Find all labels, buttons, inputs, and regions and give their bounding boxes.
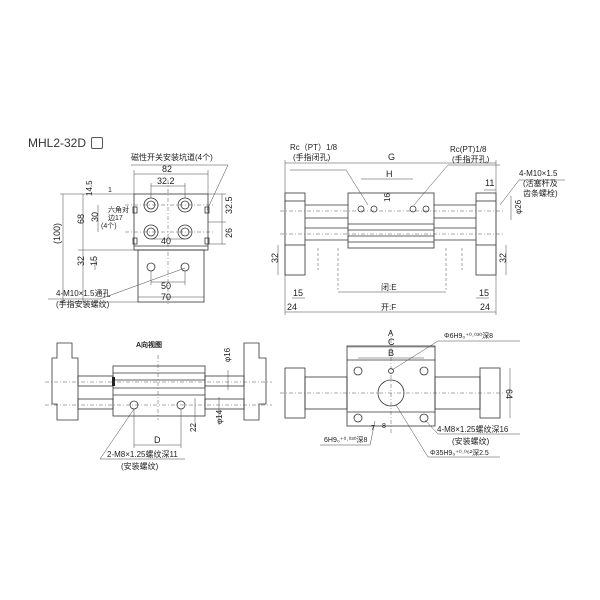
rod-note: 4-M10×1.5 <box>519 169 558 178</box>
dim-14-5: 14.5 <box>85 180 94 196</box>
bottom-right-view: A C B 64 7 8 Φ6H9₀⁺⁰·⁰³⁰深8 6H9₀⁺⁰·⁰³⁰深8 … <box>280 329 520 458</box>
dim-82: 82 <box>162 164 172 174</box>
dim-24-right: 24 <box>480 302 490 312</box>
port-open-label-2: (手指开孔) <box>452 154 490 164</box>
dim-32-2: 32.2 <box>157 176 175 186</box>
thread-note: 2-M8×1.25螺纹深11 <box>107 449 178 459</box>
dim-24-left: 24 <box>287 302 297 312</box>
model-title: MHL2-32D <box>28 136 87 150</box>
arrow-a-label: A <box>388 329 394 338</box>
bottom-left-view: A向视图 φ16 φ14 22 D 2-M8×1.25螺纹深11 (安装螺纹) <box>45 340 272 471</box>
dim-15: 15 <box>89 256 99 266</box>
dim-40: 40 <box>161 236 171 246</box>
dim-phi26: φ26 <box>514 199 523 214</box>
dim-68: 68 <box>76 214 86 224</box>
dim-70: 70 <box>161 292 171 302</box>
dim-26: 26 <box>224 228 234 238</box>
hex-label-2: 边17 <box>108 213 123 222</box>
dim-50: 50 <box>161 281 171 291</box>
rod-note-3: 齿条螺栓) <box>523 188 558 198</box>
model-checkbox[interactable] <box>91 137 103 149</box>
dim-32-5: 32.5 <box>224 196 234 214</box>
dim-8: 8 <box>382 423 386 430</box>
dim-E: 闭:E <box>381 283 397 292</box>
dim-30: 30 <box>90 212 100 222</box>
bore-note: Φ35H9₀⁺⁰·⁰⁶²深2.5 <box>430 448 489 457</box>
pin-hole-note: Φ6H9₀⁺⁰·⁰³⁰深8 <box>444 331 493 340</box>
dim-15-right: 15 <box>479 288 489 298</box>
dim-7: 7 <box>371 425 375 432</box>
dim-22: 22 <box>189 423 198 432</box>
dim-F: 开:F <box>381 303 396 312</box>
dim-G: G <box>388 152 395 162</box>
thread-note-2: (安装螺纹) <box>121 461 159 471</box>
switch-groove-label: 磁性开关安装坑道(4个) <box>131 152 213 162</box>
dim-64: 64 <box>504 389 514 399</box>
thread-note-2: (手指安装螺纹) <box>56 299 110 309</box>
dim-15-left: 15 <box>293 288 303 298</box>
top-right-view: Rc（PT）1/8 (手指闭孔) Rc(PT)1/8 (手指开孔) 4-M10×… <box>270 143 565 315</box>
dim-phi16: φ16 <box>223 347 232 362</box>
thread-note-2: (安装螺纹) <box>452 436 490 446</box>
top-left-view: 磁性开关安装坑道(4个) 82 32.2 1 14.5 30 68 (100) … <box>48 152 234 309</box>
port-close-label-2: (手指闭孔) <box>293 152 331 162</box>
port-open-label: Rc(PT)1/8 <box>450 145 487 154</box>
dim-100: (100) <box>52 223 62 244</box>
hex-label: 六角对 <box>108 205 129 214</box>
dim-32-right: 32 <box>498 253 508 263</box>
dim-16: 16 <box>383 193 392 202</box>
thread-note: 4-M8×1.25螺纹深16 <box>437 424 509 434</box>
dim-32: 32 <box>76 256 86 266</box>
hex-label-3: (4个) <box>101 222 117 230</box>
dim-B: B <box>388 348 394 358</box>
dim-1: 1 <box>108 187 112 194</box>
port-close-label: Rc（PT）1/8 <box>290 143 338 152</box>
view-a-title: A向视图 <box>136 340 162 349</box>
dim-phi14: φ14 <box>215 409 224 424</box>
rod-note-2: (活塞杆及 <box>523 178 558 188</box>
thread-note: 4-M10×1.5通孔 <box>56 288 110 298</box>
dim-11: 11 <box>485 178 494 188</box>
dim-32-left: 32 <box>270 253 280 263</box>
pin-hole-note-bottom: 6H9₀⁺⁰·⁰³⁰深8 <box>324 435 368 444</box>
dim-H: H <box>386 169 393 179</box>
dim-C: C <box>388 337 395 347</box>
dim-D: D <box>154 435 161 445</box>
